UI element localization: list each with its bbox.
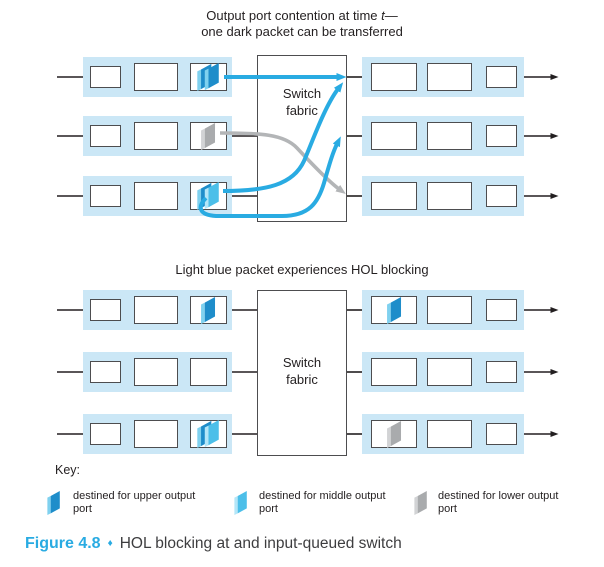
bottom-output-queue-3 — [362, 414, 524, 454]
caption-figure-label: Figure 4.8 — [25, 535, 101, 552]
queue-slot — [90, 66, 121, 88]
queue-slot — [134, 63, 178, 91]
queue-slot — [134, 358, 178, 386]
queue-slot — [90, 423, 121, 445]
queue-slot — [427, 358, 472, 386]
queue-slot — [427, 420, 472, 448]
top-title-time-var: t — [381, 8, 385, 23]
queue-slot — [190, 182, 227, 210]
bottom-input-queue-1 — [83, 290, 232, 330]
queue-slot — [371, 420, 417, 448]
queue-slot — [371, 182, 417, 210]
queue-slot — [371, 122, 417, 150]
queue-slot — [427, 296, 472, 324]
bottom-output-queue-1 — [362, 290, 524, 330]
top-output-queue-3 — [362, 176, 524, 216]
queue-slot — [371, 296, 417, 324]
queue-slot — [90, 185, 121, 207]
queue-slot — [486, 125, 517, 147]
bottom-input-queue-3 — [83, 414, 232, 454]
key-item-label: destined for lower output port — [438, 490, 559, 515]
top-input-queue-3 — [83, 176, 232, 216]
queue-slot — [427, 63, 472, 91]
queue-slot — [90, 361, 121, 383]
top-switch-fabric-box: Switch fabric — [257, 55, 347, 222]
queue-slot — [427, 122, 472, 150]
switch-fabric-label: Switch fabric — [282, 355, 322, 387]
figure-caption: Figure 4.8 ♦ HOL blocking at and input-que… — [25, 535, 402, 553]
queue-slot — [371, 63, 417, 91]
queue-slot — [190, 63, 227, 91]
key-heading: Key: — [55, 463, 81, 477]
gray-packet-icon — [387, 421, 402, 448]
top-title-pre: Output port contention at time — [206, 8, 382, 23]
queue-slot — [486, 185, 517, 207]
queue-slot — [134, 420, 178, 448]
light-blue-packet-icon — [234, 491, 248, 515]
dark-blue-packet-icon — [47, 491, 61, 515]
top-title-line1: Output port contention at time t— — [0, 8, 604, 24]
bottom-input-queue-2 — [83, 352, 232, 392]
top-title-dash: — — [384, 8, 398, 23]
dark-packet-icon — [201, 297, 216, 324]
two-dark-packets-icon — [197, 63, 220, 91]
queue-slot — [486, 299, 517, 321]
bottom-switch-fabric-box: Switch fabric — [257, 290, 347, 456]
queue-slot — [486, 423, 517, 445]
queue-slot — [90, 125, 121, 147]
key-item-label: destined for upper output port — [73, 490, 196, 515]
dark-packet-icon — [387, 297, 402, 324]
queue-slot — [486, 361, 517, 383]
caption-text: HOL blocking at and input-queued switch — [119, 535, 402, 552]
queue-slot — [134, 122, 178, 150]
top-output-queue-1 — [362, 57, 524, 97]
queue-slot — [190, 122, 227, 150]
queue-slot — [190, 358, 227, 386]
top-input-queue-2 — [83, 116, 232, 156]
top-diagram-title: Output port contention at time t— one da… — [0, 8, 604, 39]
queue-slot — [134, 182, 178, 210]
gray-packet-icon — [414, 491, 428, 515]
queue-slot — [190, 420, 227, 448]
dark-and-light-packets-icon — [197, 420, 220, 448]
top-input-queue-1 — [83, 57, 232, 97]
queue-slot — [90, 299, 121, 321]
dark-and-light-packets-icon — [197, 182, 220, 210]
queue-slot — [190, 296, 227, 324]
queue-slot — [486, 66, 517, 88]
queue-slot — [134, 296, 178, 324]
bottom-output-queue-2 — [362, 352, 524, 392]
top-title-line2: one dark packet can be transferred — [201, 23, 403, 39]
caption-diamond-icon: ♦ — [107, 538, 113, 549]
top-output-queue-2 — [362, 116, 524, 156]
queue-slot — [371, 358, 417, 386]
switch-fabric-label: Switch fabric — [282, 86, 322, 118]
queue-slot — [427, 182, 472, 210]
gray-packet-icon — [201, 123, 216, 150]
bottom-diagram-title: Light blue packet experiences HOL blocki… — [175, 262, 429, 277]
key-item-label: destined for middle output port — [259, 490, 386, 515]
